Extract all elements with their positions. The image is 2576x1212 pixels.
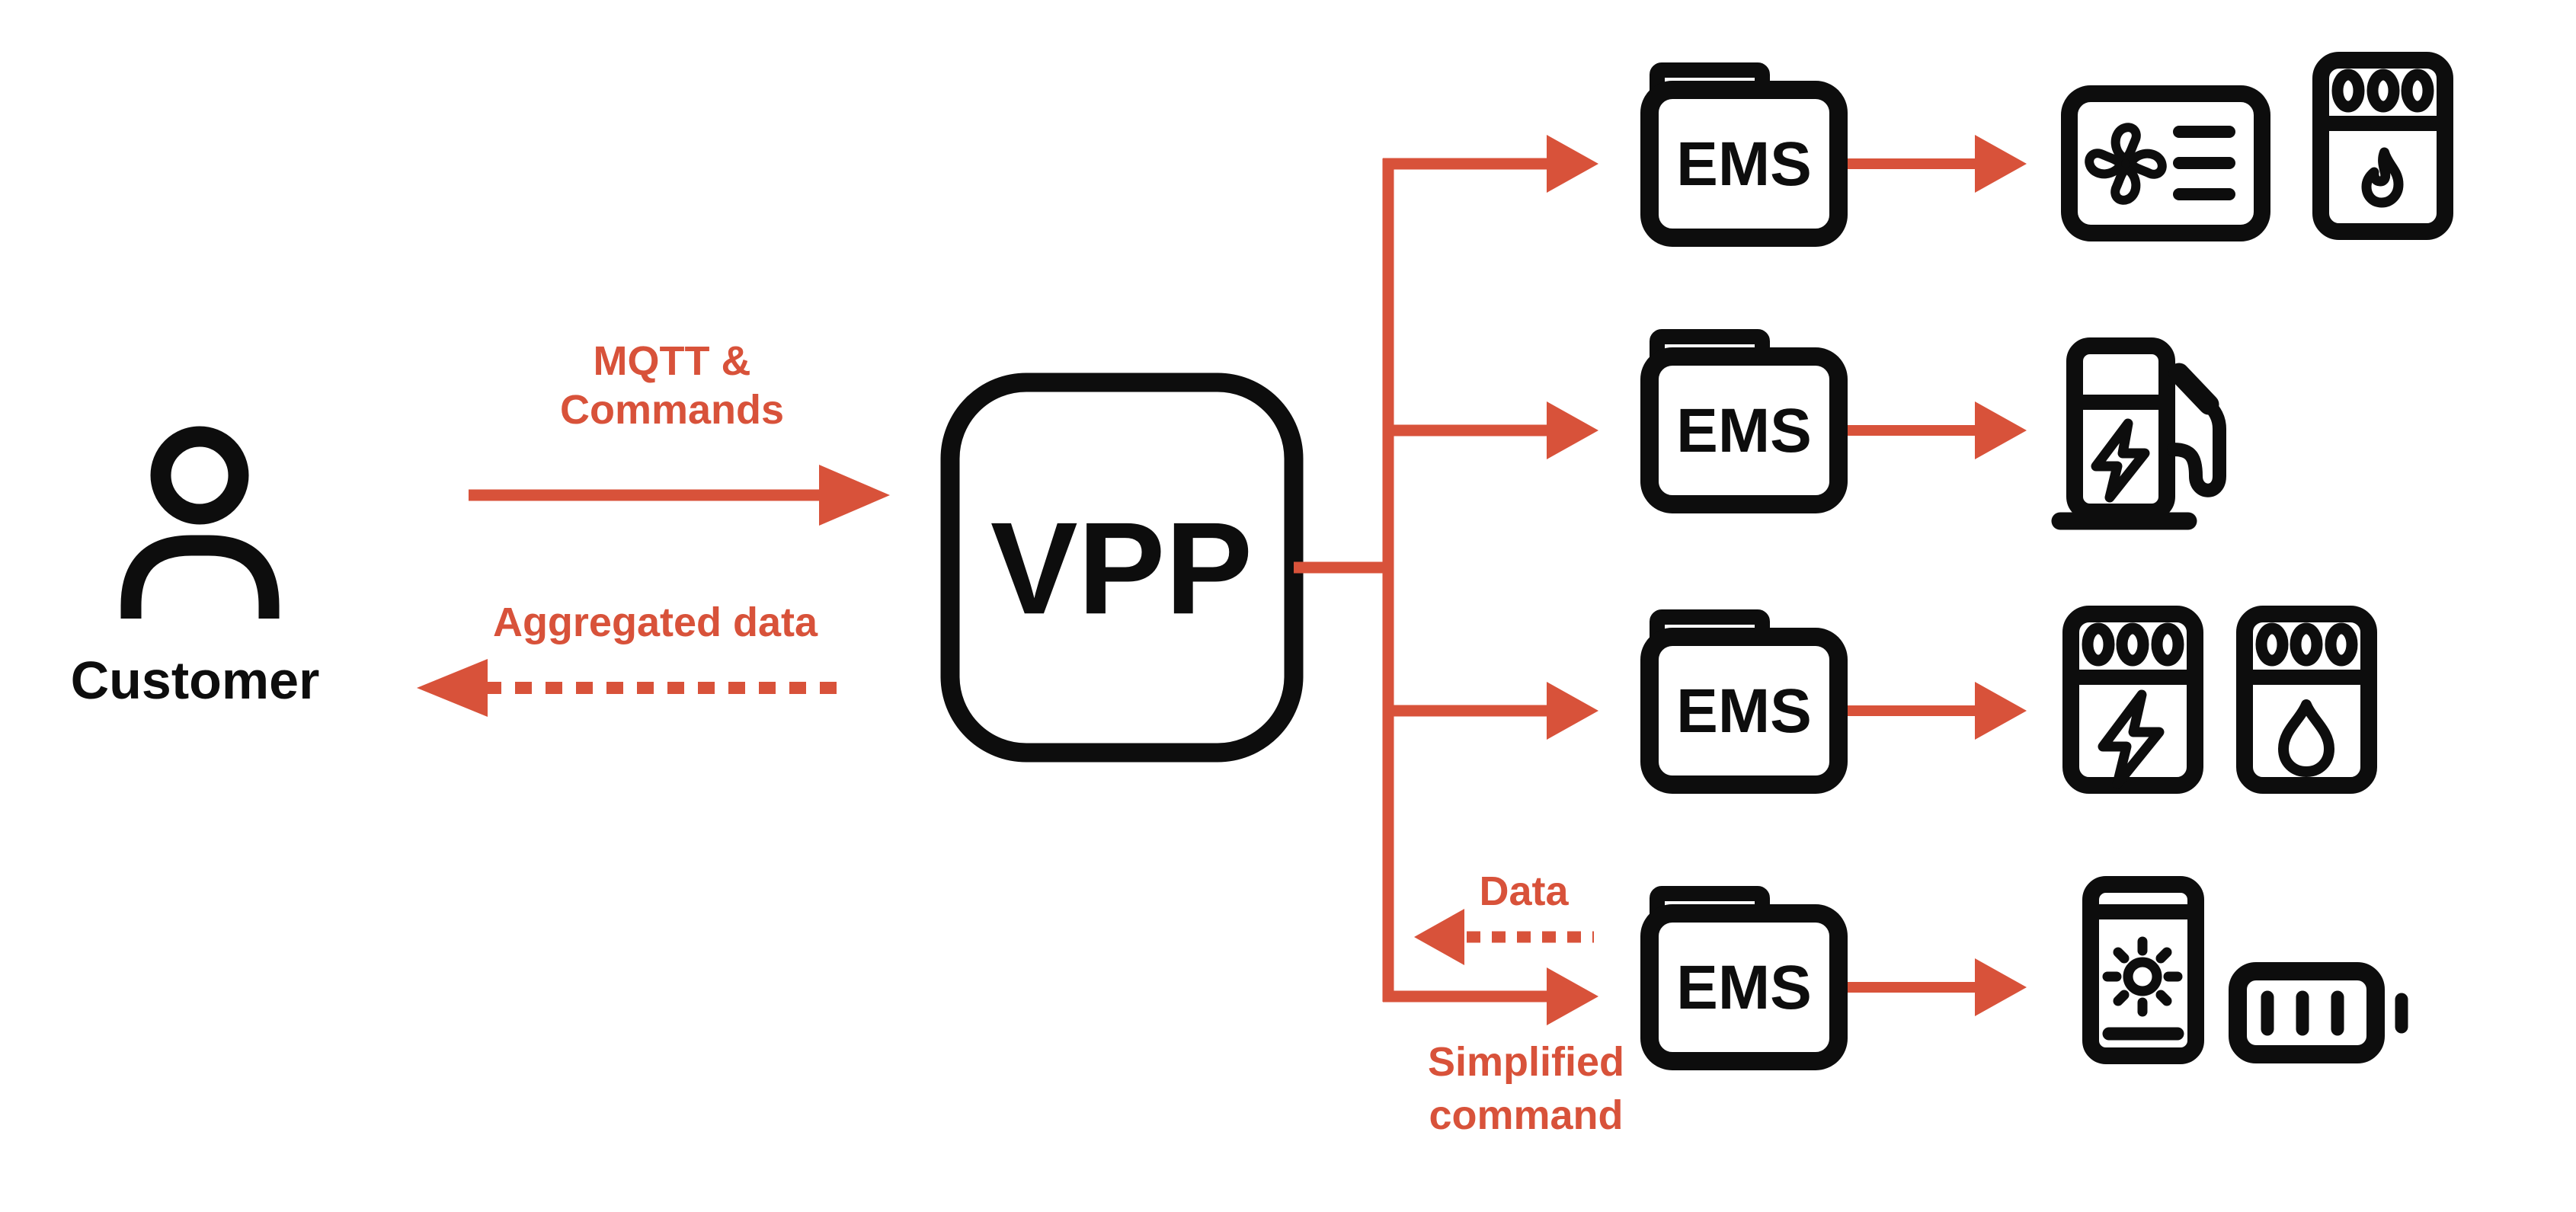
water-drop-icon	[2278, 699, 2334, 777]
ems-label-row3: EMS	[1676, 676, 1812, 746]
fan-blades	[2085, 123, 2167, 205]
lightning-bolt-icon	[2098, 689, 2165, 789]
data-label: Data	[1479, 868, 1569, 914]
ems-device-head-row3	[1975, 682, 2027, 740]
person-icon	[120, 426, 280, 619]
electric-heater-burners	[2082, 622, 2184, 667]
vpp-node: VPP	[940, 373, 1304, 763]
dashed-arrow-left-icon	[417, 659, 838, 717]
home-battery-icon	[2229, 962, 2408, 1063]
customer-node: Customer	[71, 426, 320, 710]
branch-head-row1	[1547, 135, 1598, 193]
ems-box-row2	[1640, 347, 1848, 513]
ems-device-head-row2	[1975, 401, 2027, 459]
simplified-command-label-line2: command	[1429, 1092, 1623, 1138]
branch-head-row2	[1547, 401, 1598, 459]
ems-device-arrow-row2	[1848, 401, 2027, 459]
row4-data-flow: Data	[1414, 868, 1594, 965]
charger-hose	[2167, 371, 2226, 497]
aggregated-data-label: Aggregated data	[493, 600, 818, 645]
distribution-network: Data Simplified command	[1294, 135, 1624, 1138]
branch-head-row4	[1547, 967, 1598, 1025]
branch-arrow-row4-simplified-command	[1383, 967, 1598, 1025]
ems-box-row3	[1640, 628, 1848, 794]
sun-icon	[2102, 936, 2183, 1017]
aggregated-data-flow: Aggregated data	[417, 600, 838, 717]
branch-arrow-row2	[1383, 401, 1598, 459]
person-head	[150, 426, 249, 525]
ems-box-row4	[1640, 904, 1848, 1070]
battery-charge-bars	[2261, 990, 2344, 1036]
vpp-label: VPP	[990, 495, 1253, 641]
ems-node-row4: EMS	[1640, 886, 1848, 1070]
hvac-unit-icon	[2061, 85, 2270, 241]
customer-label: Customer	[71, 651, 320, 710]
charger-nozzle	[2168, 363, 2219, 415]
aggregated-arrow-head	[417, 659, 488, 717]
electric-heater-icon	[2062, 606, 2203, 794]
person-shoulders	[120, 535, 280, 619]
mqtt-label-line2: Commands	[560, 387, 784, 433]
mqtt-label-line1: MQTT &	[594, 338, 751, 384]
mqtt-commands-flow: MQTT & Commands	[469, 338, 890, 526]
solar-panel-body	[2082, 876, 2204, 1064]
water-heater-burners	[2255, 622, 2358, 667]
ems-label-row2: EMS	[1676, 396, 1812, 465]
hvac-vent-lines	[2173, 126, 2235, 200]
gas-boiler-icon	[2312, 52, 2453, 240]
ems-node-row2: EMS	[1640, 329, 1848, 513]
solid-arrow-right-icon	[469, 465, 890, 526]
ems-device-arrow-row1	[1848, 135, 2027, 193]
branch-head-row3	[1547, 682, 1598, 740]
ems-node-row1: EMS	[1640, 62, 1848, 247]
ems-node-row3: EMS	[1640, 609, 1848, 794]
ems-box-row1	[1640, 81, 1848, 247]
water-heater-icon	[2236, 606, 2377, 794]
ems-device-head-row1	[1975, 135, 2027, 193]
gas-boiler-burners	[2331, 69, 2434, 113]
ems-label-row4: EMS	[1676, 953, 1812, 1022]
solar-panel-icon	[2082, 876, 2204, 1064]
mqtt-arrow-head	[819, 465, 890, 526]
ems-label-row1: EMS	[1676, 130, 1812, 199]
branch-arrow-row3	[1383, 682, 1598, 740]
simplified-command-label-line1: Simplified	[1428, 1039, 1624, 1085]
ems-device-arrow-row3	[1848, 682, 2027, 740]
data-arrow-head	[1414, 909, 1464, 965]
ev-charger-icon	[2051, 337, 2226, 530]
ems-device-arrow-row4	[1848, 958, 2027, 1016]
branch-arrow-row1	[1383, 135, 1598, 193]
ems-device-head-row4	[1975, 958, 2027, 1016]
lightning-bolt-icon	[2091, 418, 2150, 503]
flame-icon	[2361, 147, 2404, 208]
